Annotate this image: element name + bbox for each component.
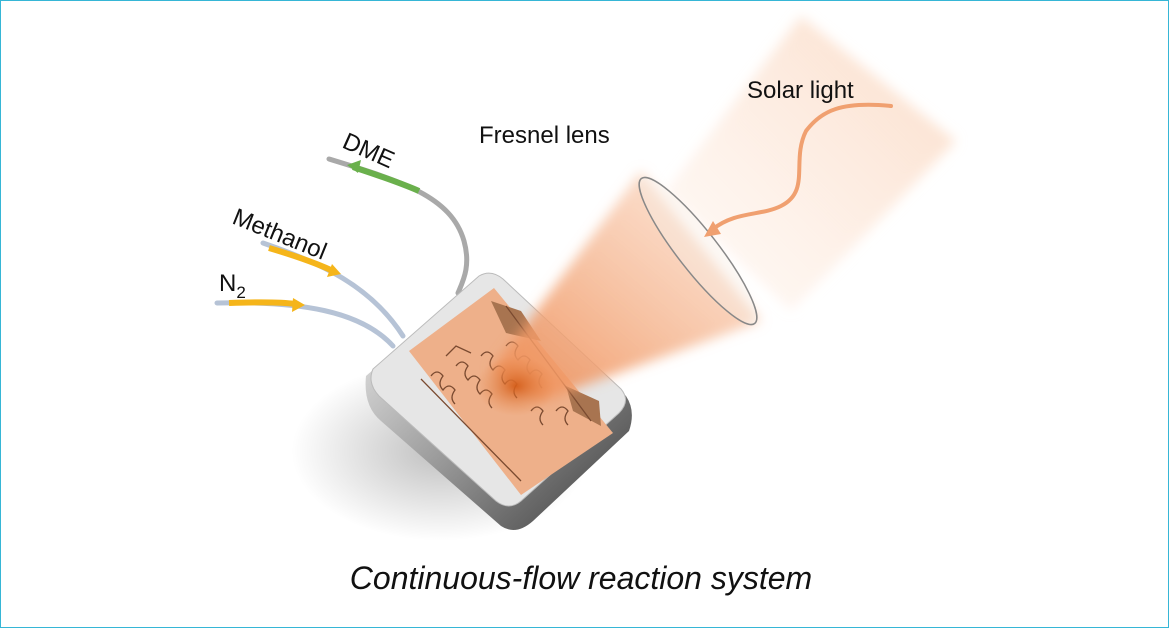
n2-arrowhead [292,298,305,312]
n2-subscript: 2 [236,283,245,302]
caption: Continuous-flow reaction system [350,560,812,596]
fresnel-lens-label: Fresnel lens [479,122,610,149]
fresnel-lens [638,176,758,326]
electrode-bottom [566,386,601,426]
n2-main: N [219,270,236,297]
focused-beam [491,171,761,401]
dme-tube [326,156,470,296]
n2-arrow [228,299,297,307]
methanol-arrow [268,245,335,274]
dme-arrowhead [347,160,361,173]
methanol-label: Methanol [229,204,331,266]
hot-spot [476,356,556,416]
solar-light-label: Solar light [747,77,854,104]
solar-arrowhead [704,221,721,237]
methanol-tube [260,240,406,339]
n2-label: N2 [219,270,246,302]
solar-wave [711,102,893,231]
n2-tube [214,300,396,349]
methanol-arrowhead [327,264,341,277]
sunlight-band [666,16,956,311]
